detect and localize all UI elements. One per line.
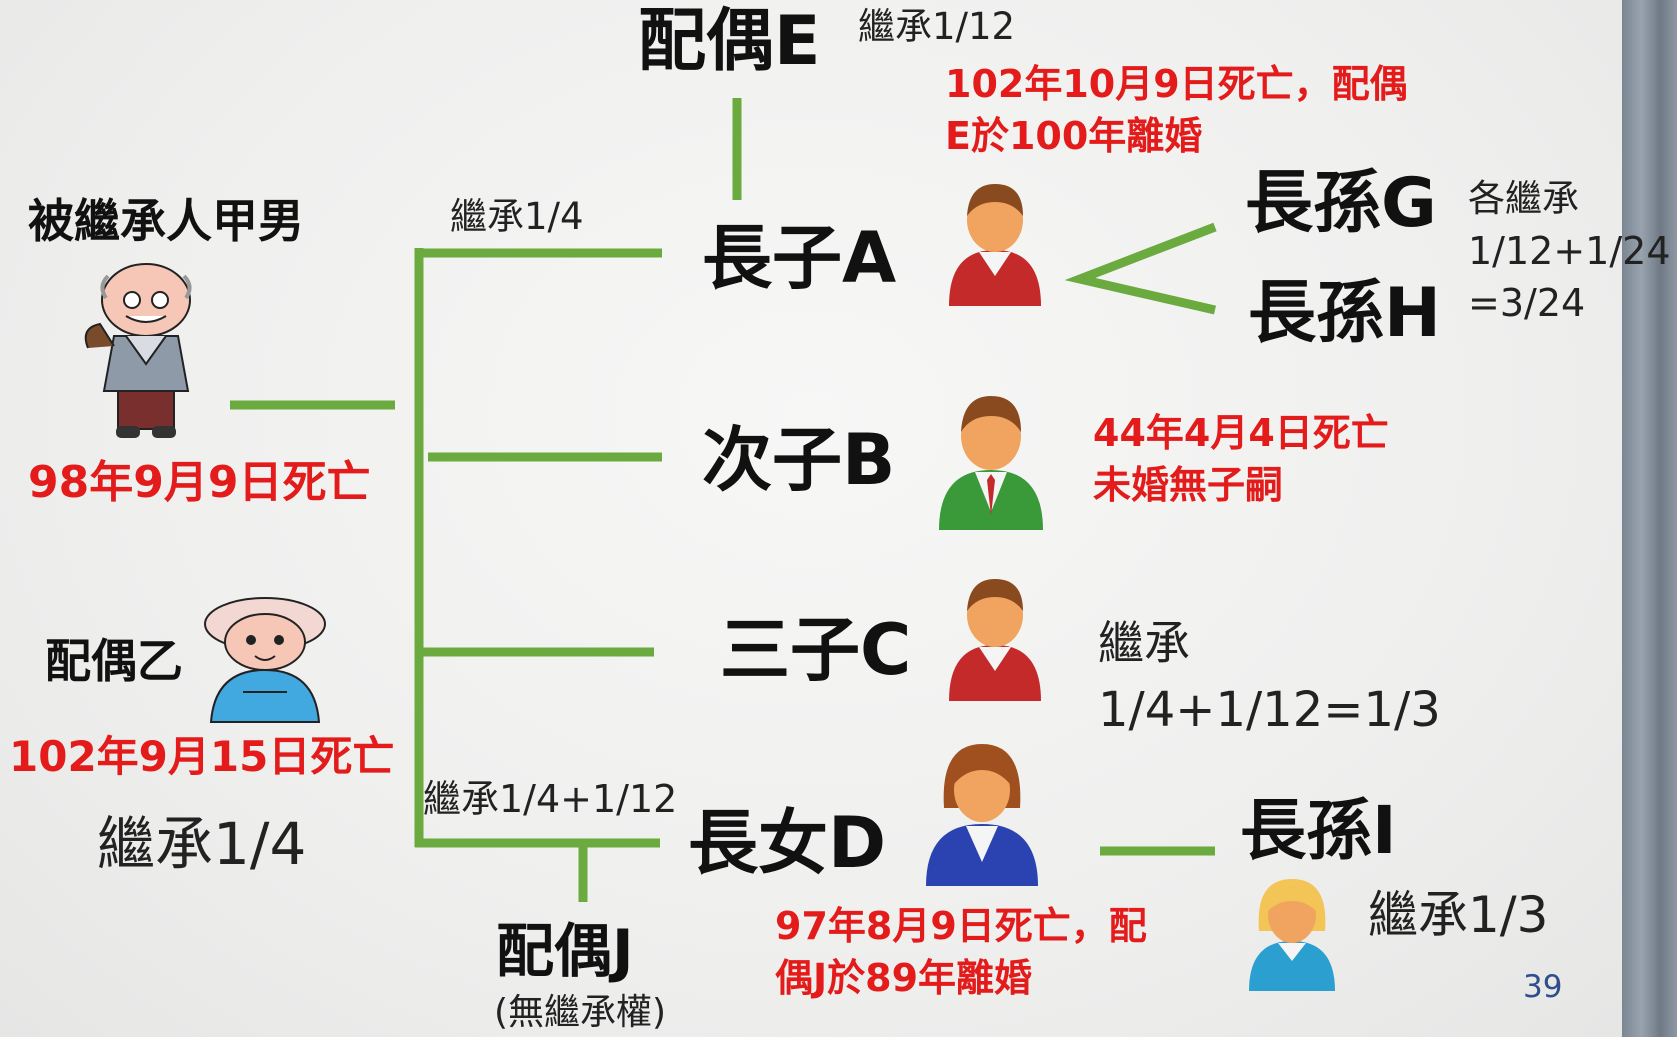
spouse-e-name: 配偶E — [638, 2, 821, 81]
man-red-sweater-icon — [949, 184, 1041, 306]
son-c-name: 三子C — [720, 609, 912, 691]
gh-share-line3: =3/24 — [1468, 281, 1586, 325]
man-red-sweater-icon — [949, 579, 1041, 701]
man-green-suit-icon — [939, 396, 1043, 530]
page-number: 39 — [1523, 969, 1563, 1005]
old-woman-icon — [204, 597, 326, 723]
son-c-inherit-line2: 1/4+1/12=1/3 — [1098, 682, 1441, 738]
slide-border-decoration — [1622, 0, 1677, 1037]
old-man-icon — [84, 263, 192, 438]
slide-background — [0, 0, 1622, 1037]
son-b-name: 次子B — [702, 419, 896, 501]
spouse-yi-death-note: 102年9月15日死亡 — [9, 732, 395, 781]
girl-blue-icon — [1249, 879, 1335, 991]
grandson-i-name: 長孫I — [1240, 792, 1397, 869]
spouse-j-note: (無繼承權) — [494, 992, 667, 1033]
decedent-death-note: 98年9月9日死亡 — [28, 457, 371, 508]
son-b-note-line1: 44年4月4日死亡 — [1093, 411, 1389, 455]
gh-share-line1: 各繼承 — [1468, 177, 1579, 220]
spouse-yi-inherit: 繼承1/4 — [97, 810, 307, 878]
spouse-yi-name: 配偶乙 — [45, 634, 183, 688]
son-b-note-line2: 未婚無子嗣 — [1093, 463, 1284, 507]
spouse-j-name: 配偶J — [496, 917, 634, 985]
daughter-d-note-line2: 偶J於89年離婚 — [775, 956, 1033, 1000]
son-a-note-line1: 102年10月9日死亡，配偶 — [945, 62, 1408, 106]
woman-blue-suit-icon — [926, 744, 1038, 886]
son-a-inherit: 繼承1/4 — [450, 195, 584, 238]
decedent-name: 被繼承人甲男 — [28, 194, 304, 248]
connector-grandsons-gh — [1064, 222, 1217, 315]
son-a-note-line2: E於100年離婚 — [945, 114, 1203, 158]
daughter-d-note-line1: 97年8月9日死亡，配 — [775, 904, 1147, 948]
gh-share-line2: 1/12+1/24 — [1468, 229, 1671, 273]
grandson-g-name: 長孫G — [1245, 164, 1437, 243]
son-a-name: 長子A — [702, 217, 897, 299]
grandson-i-inherit: 繼承1/3 — [1368, 886, 1549, 944]
grandson-h-name: 長孫H — [1248, 274, 1441, 353]
son-c-inherit-line1: 繼承 — [1098, 616, 1190, 670]
spouse-e-inherit: 繼承1/12 — [858, 5, 1016, 48]
daughter-d-inherit: 繼承1/4+1/12 — [423, 777, 678, 821]
daughter-d-name: 長女D — [688, 802, 887, 884]
